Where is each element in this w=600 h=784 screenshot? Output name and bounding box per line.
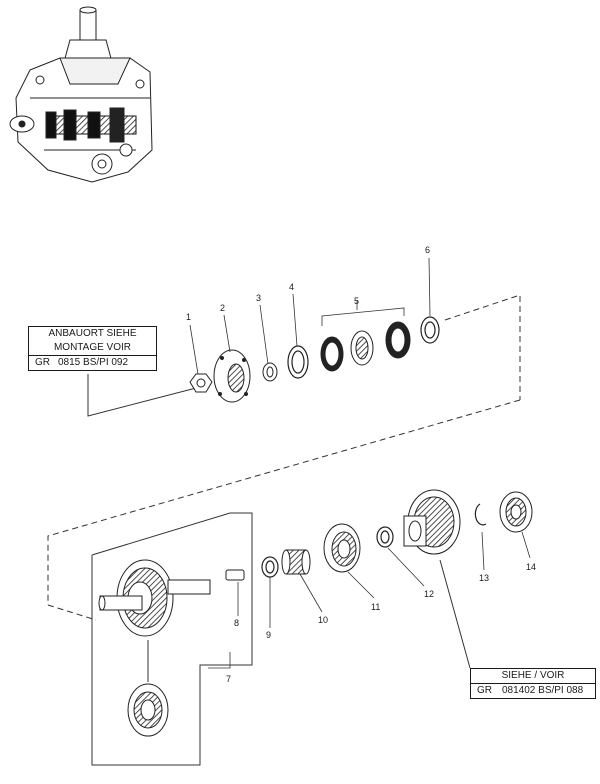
part-13-circlip	[474, 503, 487, 526]
reference-box-mounting: ANBAUORT SIEHE MONTAGE VOIR GR 0815 BS/PI…	[28, 326, 157, 371]
callout-5: 5	[354, 296, 359, 306]
reference-code: 0815 BS/PI 092	[58, 357, 129, 368]
callout-13: 13	[479, 573, 489, 583]
reference-prefix: GR	[35, 357, 50, 368]
callout-1: 1	[186, 312, 191, 322]
part-9-washer	[261, 556, 279, 578]
part-1-nut	[189, 373, 213, 393]
group-7-outline	[91, 512, 253, 766]
part-5-bearing-set	[320, 321, 411, 372]
part-12-ring	[376, 526, 394, 548]
reference-code-row: GR 081402 BS/PI 088	[471, 683, 595, 698]
callout-8: 8	[234, 618, 239, 628]
part-7-gear-shaft	[98, 559, 211, 637]
callout-9: 9	[266, 630, 271, 640]
part-3-spacer	[262, 362, 278, 382]
part-7-lower-gear	[127, 683, 169, 737]
part-8-key	[225, 569, 245, 581]
callout-12: 12	[424, 589, 434, 599]
callout-6: 6	[425, 245, 430, 255]
part-6-ring	[420, 316, 440, 344]
callout-10: 10	[318, 615, 328, 625]
reference-line-1: ANBAUORT SIEHE	[48, 328, 137, 339]
reference-leader	[439, 559, 471, 669]
reference-code: 081402 BS/PI 088	[502, 685, 584, 696]
callout-4: 4	[289, 282, 294, 292]
drive-gear	[403, 489, 461, 555]
callout-14: 14	[526, 562, 536, 572]
reference-line-1: SIEHE / VOIR	[501, 670, 565, 681]
part-11-synchro-hub	[323, 523, 361, 573]
gearbox-overview-illustration	[9, 6, 153, 183]
reference-line-2: MONTAGE VOIR	[53, 342, 132, 353]
callout-3: 3	[256, 293, 261, 303]
reference-code-row: GR 0815 BS/PI 092	[29, 355, 156, 370]
callout-7: 7	[226, 674, 231, 684]
callout-2: 2	[220, 303, 225, 313]
reference-prefix: GR	[477, 685, 492, 696]
part-2-flange	[213, 349, 251, 403]
callout-11: 11	[371, 602, 380, 612]
part-14-bearing	[499, 491, 533, 533]
part-10-needle-bearing	[281, 549, 311, 575]
reference-leader	[87, 374, 197, 417]
callout-leaders	[189, 257, 531, 669]
assembly-outline	[47, 294, 521, 621]
reference-box-see: SIEHE / VOIR GR 081402 BS/PI 088	[470, 668, 596, 699]
part-4-seal-ring	[287, 345, 309, 379]
